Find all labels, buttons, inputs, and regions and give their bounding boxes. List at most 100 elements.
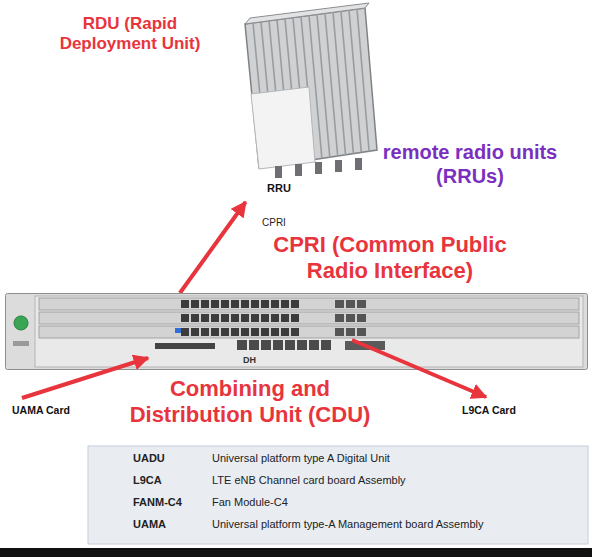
drawing-part xyxy=(261,300,269,308)
drawing-part xyxy=(211,314,219,322)
drawing-part xyxy=(346,328,355,336)
drawing-part xyxy=(6,294,588,370)
drawing-part xyxy=(271,314,279,322)
drawing-part xyxy=(201,314,209,322)
drawing-part xyxy=(325,13,338,156)
drawing-part xyxy=(231,314,239,322)
drawing-part xyxy=(39,298,579,310)
text-slot: FANM-C4 xyxy=(133,496,182,509)
drawing-part xyxy=(275,166,282,178)
drawing-part xyxy=(39,312,579,324)
drawing-part xyxy=(221,300,229,308)
drawing-part xyxy=(221,314,229,322)
table-code: L9CA xyxy=(133,474,162,487)
drawing-part xyxy=(261,340,271,350)
leader-arrow xyxy=(352,340,486,397)
text-slot: Universal platform type-A Management boa… xyxy=(212,518,483,531)
text-slot: UAMA Card xyxy=(12,404,70,417)
text-slot: DH xyxy=(243,355,256,366)
drawing-part xyxy=(309,340,319,350)
drawing-part xyxy=(13,341,29,346)
text-slot: LTE eNB Channel card board Assembly xyxy=(212,474,406,487)
drawing-part xyxy=(191,300,199,308)
drawing-part xyxy=(291,328,299,336)
drawing-part xyxy=(245,8,377,168)
node-label: RRU xyxy=(267,182,291,195)
drawing-part xyxy=(273,340,283,350)
drawing-part xyxy=(357,328,366,336)
text-slot: Universal platform type A Digital Unit xyxy=(212,452,390,465)
drawing-part xyxy=(357,314,366,322)
text-slot: RRU xyxy=(267,182,291,195)
text-slot: CPRI (Common Public Radio Interface) xyxy=(255,232,525,285)
drawing-part xyxy=(321,340,331,350)
drawing-part xyxy=(191,328,199,336)
table-description: LTE eNB Channel card board Assembly xyxy=(212,474,406,487)
rru-illustration xyxy=(215,2,385,202)
drawing-part xyxy=(251,328,259,336)
text-slot: CPRI xyxy=(262,217,286,229)
text-slot: UADU xyxy=(133,452,165,465)
drawing-part xyxy=(281,314,289,322)
bbu-chassis: DH xyxy=(5,293,588,370)
drawing-part xyxy=(346,300,355,308)
interface-tag: CPRI xyxy=(262,217,286,229)
drawing-part xyxy=(221,328,229,336)
table-code: FANM-C4 xyxy=(133,496,182,509)
table-code: UADU xyxy=(133,452,165,465)
text-slot: RDU (Rapid Deployment Unit) xyxy=(50,14,210,55)
table-description: Fan Module-C4 xyxy=(212,496,288,509)
drawing-part xyxy=(39,326,579,338)
drawing-part xyxy=(241,314,249,322)
drawing-part xyxy=(295,164,302,176)
table-panel xyxy=(88,446,588,544)
node-label: DH xyxy=(243,355,256,366)
leader-arrow xyxy=(22,358,148,398)
drawing-part xyxy=(357,300,366,308)
drawing-part xyxy=(211,300,219,308)
drawing-part xyxy=(241,300,249,308)
interface-title: CPRI (Common Public Radio Interface) xyxy=(255,232,525,285)
drawing-part xyxy=(251,314,259,322)
drawing-part xyxy=(251,300,259,308)
drawing-part xyxy=(357,9,369,151)
bbu-illustration xyxy=(5,293,588,370)
drawing-part xyxy=(317,14,330,157)
drawing-part xyxy=(231,300,239,308)
drawing-part xyxy=(285,340,295,350)
drawing-part xyxy=(335,300,344,308)
drawing-part xyxy=(281,328,289,336)
drawing-part xyxy=(181,300,189,308)
drawing-part xyxy=(35,296,583,367)
drawing-part xyxy=(261,314,269,322)
drawing-part xyxy=(241,328,249,336)
table-description: Universal platform type-A Management boa… xyxy=(212,518,483,531)
drawing-part xyxy=(291,314,299,322)
drawing-part xyxy=(335,314,344,322)
drawing-part xyxy=(261,328,269,336)
drawing-part xyxy=(181,328,189,336)
drawing-part xyxy=(201,328,209,336)
drawing-part xyxy=(271,300,279,308)
text-slot: L9CA Card xyxy=(462,404,516,417)
text-slot: Fan Module-C4 xyxy=(212,496,288,509)
table-code: UAMA xyxy=(133,518,166,531)
drawing-part xyxy=(14,316,28,330)
drawing-part xyxy=(155,343,215,349)
drawing-part xyxy=(335,160,342,172)
unit-title: Combining and Distribution Unit (CDU) xyxy=(115,376,385,429)
connector-arrow xyxy=(180,202,246,293)
text-slot: UAMA xyxy=(133,518,166,531)
drawing-part xyxy=(249,340,259,350)
drawing-part xyxy=(335,328,344,336)
drawing-part xyxy=(297,340,307,350)
drawing-part xyxy=(281,300,289,308)
drawing-part xyxy=(191,314,199,322)
drawing-part xyxy=(237,340,247,350)
drawing-part xyxy=(231,328,239,336)
table-description: Universal platform type A Digital Unit xyxy=(212,452,390,465)
text-slot: L9CA xyxy=(133,474,162,487)
drawing-part xyxy=(211,328,219,336)
